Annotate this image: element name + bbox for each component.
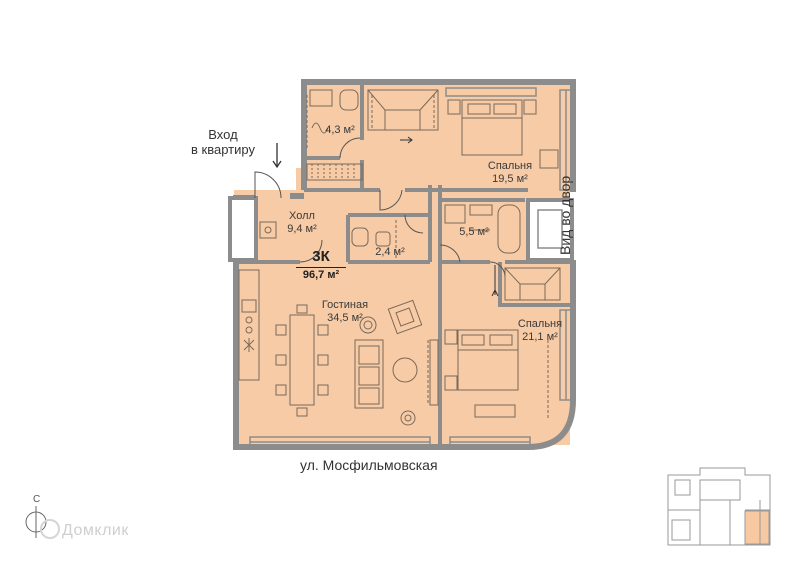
room-area: 34,5 м² bbox=[327, 311, 363, 324]
wardrobe-strip bbox=[306, 163, 363, 181]
apartment-type: 3К bbox=[312, 248, 330, 265]
wall-block bbox=[228, 196, 258, 262]
windows bbox=[249, 87, 573, 448]
room-area: 21,1 м² bbox=[522, 330, 558, 343]
compass-label: С bbox=[33, 494, 41, 505]
room-name: Холл bbox=[289, 210, 315, 222]
hall-fixtures bbox=[259, 221, 277, 239]
room-bath1: 4,3 м² bbox=[318, 124, 362, 137]
dining-table bbox=[275, 304, 329, 417]
watermark-icon bbox=[40, 519, 60, 539]
kitchen bbox=[238, 269, 260, 381]
bed-1 bbox=[447, 99, 559, 169]
entrance-arrow bbox=[272, 143, 282, 169]
interior-walls bbox=[234, 85, 572, 445]
closet-bedroom2 bbox=[504, 267, 561, 301]
room-living: Гостиная 34,5 м² bbox=[305, 299, 385, 324]
floor-area bbox=[234, 85, 570, 445]
room-area: 4,3 м² bbox=[325, 124, 355, 136]
bed-2 bbox=[444, 329, 549, 420]
room-bedroom1: Спальня 19,5 м² bbox=[470, 160, 550, 185]
apartment-area: 96,7 м² bbox=[296, 267, 346, 282]
bath3-fixtures bbox=[444, 204, 521, 297]
watermark: Домклик bbox=[62, 522, 129, 539]
room-name: Гостиная bbox=[321, 299, 369, 311]
bath1-fixtures bbox=[306, 89, 359, 150]
room-hall: Холл 9,4 м² bbox=[280, 210, 324, 235]
room-area: 5,5 м² bbox=[459, 226, 489, 238]
view-label: Вид во двор bbox=[557, 175, 573, 255]
room-bedroom2: Спальня 21,1 м² bbox=[500, 318, 580, 343]
room-area: 9,4 м² bbox=[287, 222, 317, 235]
closet-top bbox=[367, 89, 439, 144]
doors bbox=[254, 137, 506, 278]
room-bath3: 5,5 м² bbox=[452, 226, 496, 239]
room-area: 2,4 м² bbox=[375, 246, 405, 258]
street-label: ул. Мосфильмовская bbox=[300, 457, 438, 473]
room-bath2: 2,4 м² bbox=[368, 246, 412, 259]
apartment-summary: 3К 96,7 м² bbox=[296, 248, 346, 282]
key-plan bbox=[667, 467, 771, 546]
room-name: Спальня bbox=[487, 160, 533, 172]
entrance-label: Вход в квартиру bbox=[191, 127, 255, 157]
living-furniture bbox=[354, 299, 439, 426]
room-name: Спальня bbox=[517, 318, 563, 330]
bath2-fixtures bbox=[351, 220, 397, 258]
room-area: 19,5 м² bbox=[492, 172, 528, 185]
